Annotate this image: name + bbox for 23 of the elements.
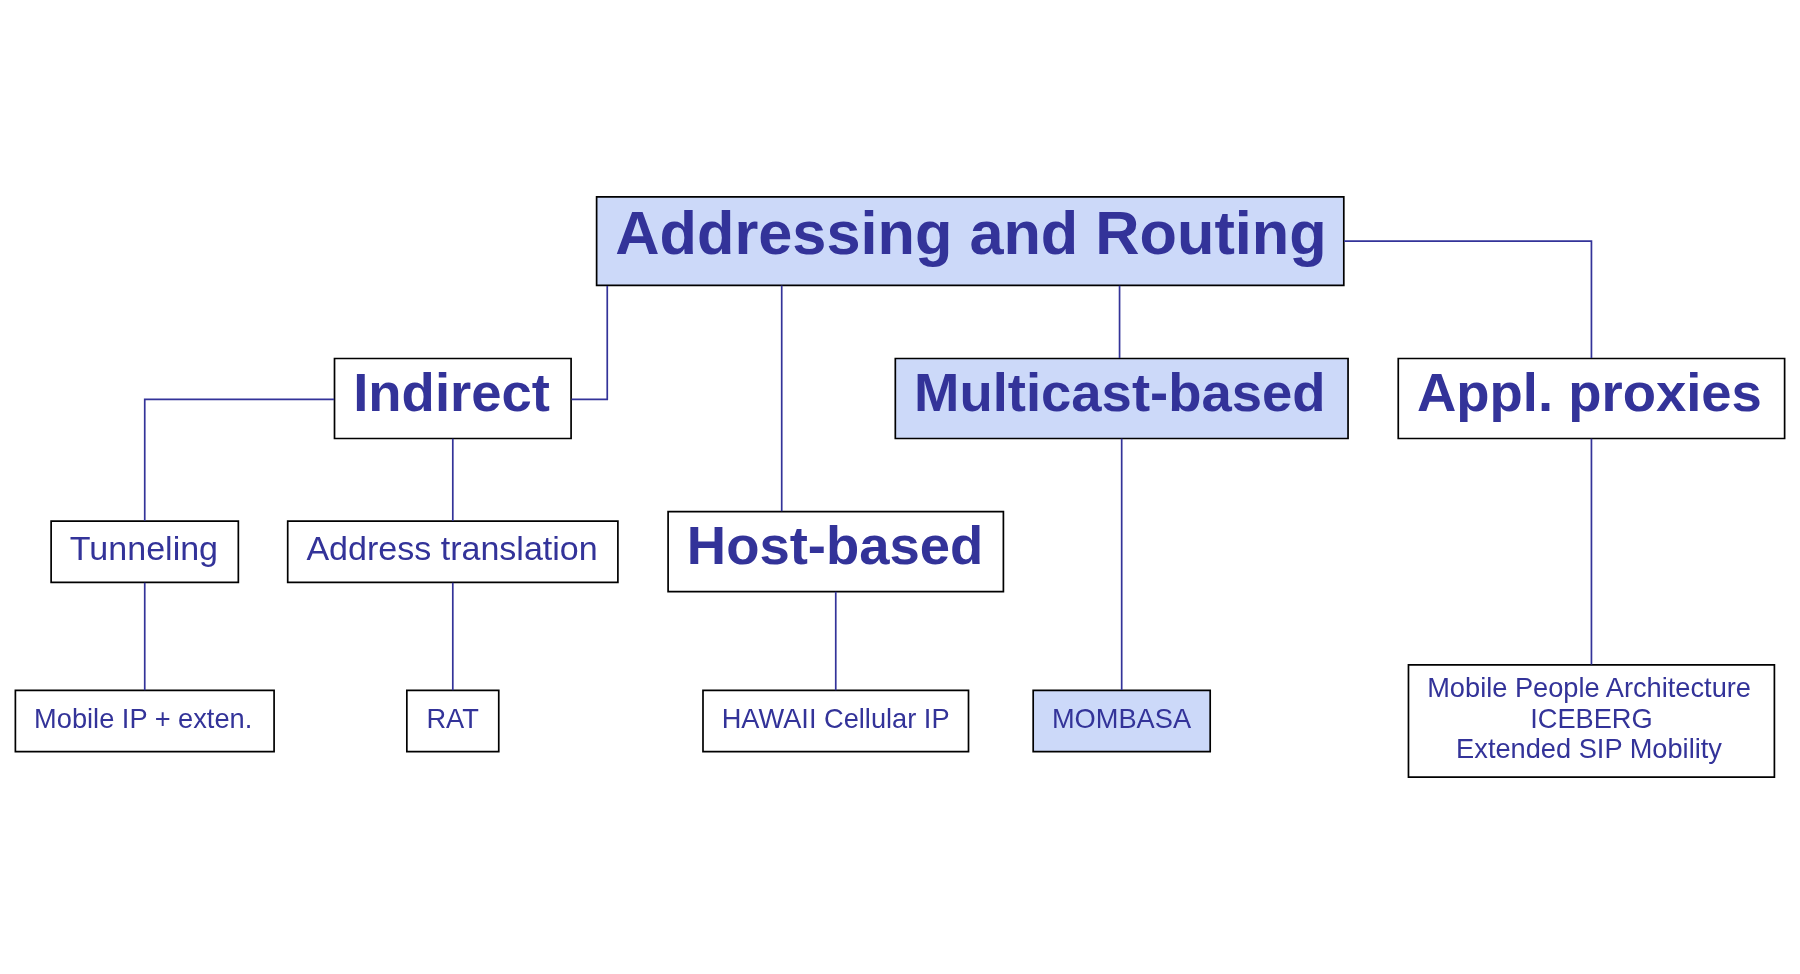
node-box: Mobile People Architecture ICEBERG Extended SIP Mobility [1407,664,1776,779]
connector [451,437,454,522]
node-box: Tunneling [50,520,240,584]
connector [834,590,837,692]
node-box: Appl. proxies [1397,357,1786,440]
connector [451,581,454,691]
connector [1120,437,1123,691]
node-box: Multicast-based [894,357,1349,440]
node-box: Indirect [333,357,572,440]
connector [780,284,783,513]
connector [570,285,609,401]
node-box: Addressing and Routing [595,195,1345,287]
connector [1118,284,1121,359]
node-box: RAT [406,689,500,753]
node-box: HAWAII Cellular IP [702,689,970,753]
node-box: MOMBASA [1032,689,1212,753]
node-box: Address translation [286,520,619,584]
connector [143,398,335,522]
node-box: Host-based [667,510,1005,593]
connector [1590,437,1593,666]
connector [143,581,146,691]
connector [1343,240,1593,359]
node-box: Mobile IP + exten. [14,689,275,753]
